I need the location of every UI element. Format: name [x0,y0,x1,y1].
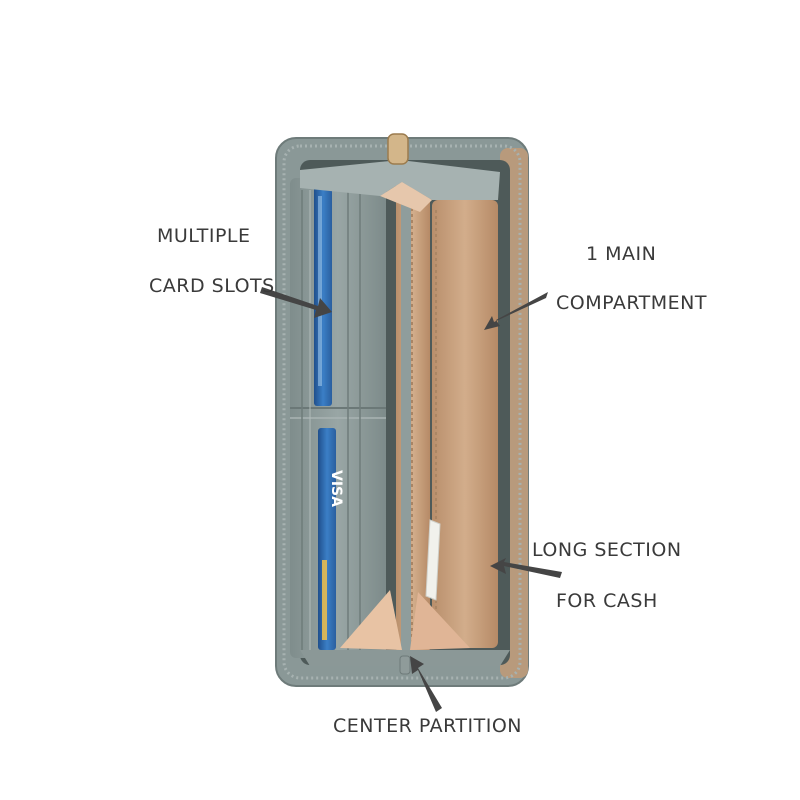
credit-card-bottom-stripe [322,560,327,640]
bottom-gusset-left [340,590,402,650]
center-zipper [401,170,411,650]
arrow-center-partition [410,656,442,712]
credit-card-top [314,178,332,406]
top-gusset [300,160,500,200]
credit-card-top-stripe [318,196,322,386]
label-long-section: LONG SECTION [532,539,682,561]
zipper-pull [387,133,409,165]
label-compartment: COMPARTMENT [556,292,707,314]
arrow-long-section [490,558,562,578]
receipt-paper [425,519,441,601]
label-multiple: MULTIPLE [157,225,251,247]
card-brand-text: VISA [328,470,344,507]
label-center-partition: CENTER PARTITION [333,715,522,737]
top-gusset-lining [380,182,432,212]
cash-section [432,200,498,648]
label-card-slots: CARD SLOTS [149,275,275,297]
zipper-pull-bottom [399,655,411,675]
bottom-gusset-right [410,592,470,650]
label-for-cash: FOR CASH [556,590,658,612]
label-one-main: 1 MAIN [586,243,657,265]
arrow-main-compartment [484,292,548,330]
arrow-card-slots [260,287,332,318]
